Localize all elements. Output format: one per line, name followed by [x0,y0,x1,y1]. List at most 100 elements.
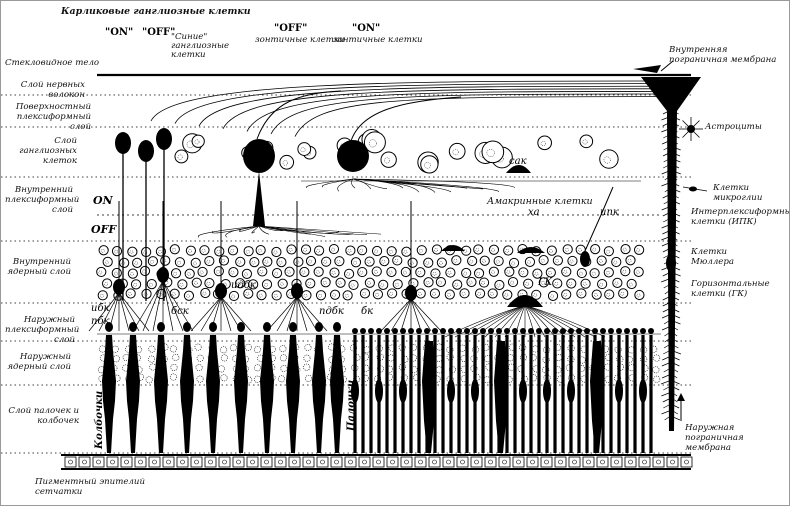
inner-nuclear-cell-texture [555,259,559,263]
muller-process [661,362,670,367]
inner-nuclear-cell [293,256,304,267]
muller-process [672,290,680,295]
inner-nuclear-cell-texture [99,293,104,298]
rod-cell [361,335,365,453]
inner-nuclear-cell [342,290,353,301]
muller-cell-column [641,77,708,431]
inner-nuclear-cell [473,268,485,279]
cone-pedicle [129,322,137,332]
inner-nuclear-cell [127,246,138,257]
outer-nuclear-cell [483,376,491,384]
cone-cell [312,335,326,453]
inner-nuclear-cell-texture [627,258,632,263]
inner-nuclear-cell [191,277,202,288]
inner-nuclear-cell [429,288,441,299]
cone-pedicle [209,322,217,332]
label-outer-limiting-membrane: Наружная пограничная мембрана [685,423,744,453]
inner-nuclear-cell [371,266,382,277]
outer-nuclear-cell [172,353,180,361]
inner-nuclear-cell-texture [230,270,235,275]
inner-nuclear-cell [249,257,260,268]
bipolar-dendrite [390,298,412,332]
inner-nuclear-cell [567,255,578,267]
off-dendrite-branch [258,225,270,235]
inner-nuclear-cell [494,279,505,291]
muller-process [672,362,680,367]
rod-spherule [392,328,398,334]
cone-cell [206,335,220,453]
muller-process [661,224,670,229]
muller-process [664,188,670,193]
epithelium-cell [456,456,469,468]
outer-nuclear-cell [530,374,538,382]
muller-process [663,260,670,265]
inner-nuclear-cell [248,279,259,290]
epithelium-nucleus [362,459,367,465]
epithelium-cell [568,456,581,468]
inner-nuclear-cell [227,245,239,256]
rod-spherule [632,328,638,334]
inner-nuclear-cell-texture [432,292,436,296]
on-dendrite-branch [352,178,516,188]
inner-nuclear-cell [243,288,254,299]
outer-nuclear-cell [196,375,204,383]
inner-nuclear-cell-texture [114,271,118,276]
muller-process [663,146,670,151]
inner-nuclear-cell-texture [389,292,394,296]
muller-process [663,404,670,409]
inner-nuclear-cell-texture [362,291,366,296]
inner-nuclear-cell [589,268,600,279]
inner-nuclear-cell [532,268,543,279]
epithelium-nucleus [208,459,213,465]
ganglion-layer-nucleus-texture [486,148,495,157]
muller-process [663,134,670,139]
bipolar-dendrite [410,298,442,332]
interplexiform-cell [580,251,590,267]
muller-process [662,398,670,403]
inner-nuclear-cell [257,266,268,277]
muller-process [672,242,678,247]
muller-process [662,308,670,313]
on-umbrella-axon [350,96,462,142]
muller-process [661,314,670,319]
inner-nuclear-cell [400,266,411,278]
ganglion-layer-nucleus-texture [368,139,377,148]
epithelium-nucleus [152,459,157,465]
cone-pedicle [263,322,271,332]
ganglion-layer-nucleus-texture [384,157,391,164]
outer-nuclear-cell [279,354,287,362]
muller-process [664,176,670,181]
outer-nuclear-cell [220,354,228,362]
off-dendrite-branch [258,225,368,235]
rod-inner-segment [519,379,527,403]
mark-pbk: пбк [91,316,110,327]
horizontal-cell-dendrite [494,304,526,338]
epithelium-nucleus [600,459,605,465]
inner-nuclear-cell [190,257,201,268]
inner-nuclear-cell-texture [613,260,618,265]
inner-nuclear-cell-texture [593,293,598,297]
inner-nuclear-cell-texture [447,293,451,297]
rod-cell [465,335,469,453]
muller-process [672,146,681,151]
rod-cell [513,335,517,453]
inner-nuclear-cell-texture [303,293,308,298]
epithelium-cell [638,456,651,468]
inner-nuclear-cell-texture [438,280,442,285]
muller-process [672,404,680,409]
inner-nuclear-cell [603,246,614,257]
ganglion-layer-nucleus [537,135,552,151]
inner-nuclear-cell-texture [322,280,327,285]
inner-nuclear-cell [430,268,441,279]
outer-nuclear-cell [529,354,537,362]
rod-inner-segment [351,379,359,403]
ganglion-layer-nucleus-texture [177,154,183,160]
muller-process [661,116,670,121]
mark-rods: Палочки [346,379,357,431]
rod-spherule [368,328,374,334]
inner-nuclear-cell-texture [143,250,148,255]
muller-process [661,128,670,133]
epithelium-nucleus [390,459,395,465]
inner-nuclear-cell-texture [308,259,312,264]
inner-nuclear-cell [329,267,340,278]
